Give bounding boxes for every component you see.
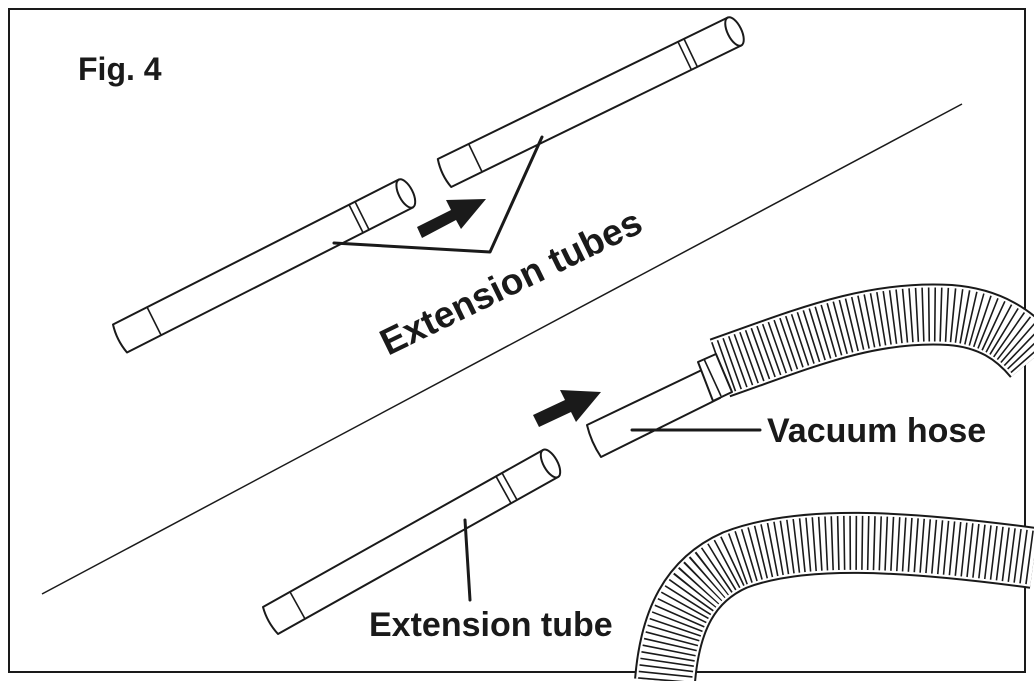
- vacuum-hose: [634, 283, 1034, 681]
- vacuum-hose-label: Vacuum hose: [767, 412, 986, 450]
- extension-tube-lower: [262, 448, 562, 635]
- extension-tube-upper-left: [112, 178, 417, 354]
- extension-tube-leader: [463, 518, 472, 602]
- vacuum-hose-wand: [586, 353, 733, 458]
- extension-tube-label: Extension tube: [369, 606, 613, 644]
- divider-line: [41, 103, 963, 595]
- insert-arrow-bottom: [533, 390, 601, 427]
- insert-arrow-top: [417, 199, 486, 238]
- figure-title: Fig. 4: [78, 51, 162, 87]
- extension-tube-upper-right: [436, 16, 745, 188]
- extension-tubes-leader: [332, 135, 544, 254]
